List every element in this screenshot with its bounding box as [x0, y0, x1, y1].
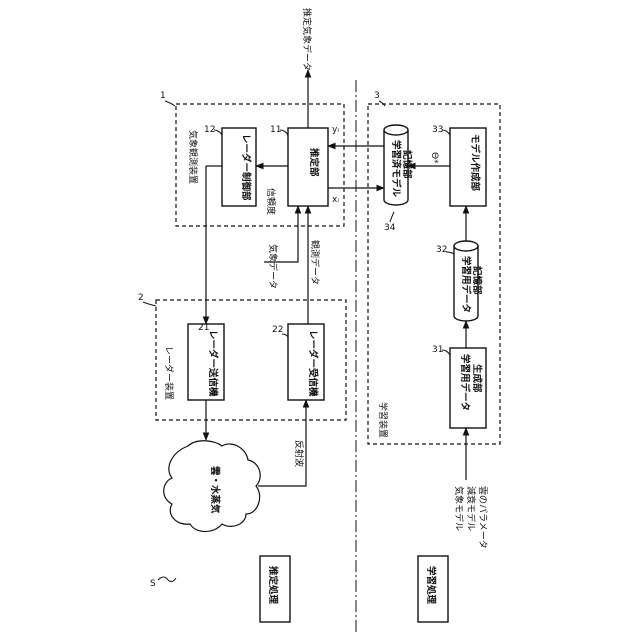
- transmitter-ref: 21: [198, 323, 209, 333]
- learned-model-storage-ref: 34: [384, 223, 396, 233]
- system-ref-leader: [158, 577, 176, 582]
- learning-device-label: 学習装置: [377, 402, 389, 438]
- learning-device-ref: 3: [374, 91, 380, 101]
- input-param-1: 気象モデル: [453, 486, 465, 531]
- learning-section-label: 学習処理: [425, 566, 437, 605]
- estimation-section-label: 推定処理: [267, 566, 279, 605]
- weather-device-ref: 1: [160, 91, 166, 101]
- model-creation-label: モデル作成部: [469, 134, 481, 192]
- y-var-label: yᵢ: [332, 125, 339, 135]
- learned-model-storage-label2: 記憶部: [401, 150, 413, 179]
- reflected-wave-label: 反射波: [293, 440, 305, 467]
- radar-device-ref: 2: [138, 293, 144, 303]
- learning-data-storage-label1: 学習用データ: [460, 256, 472, 313]
- weather-device-label: 気象観測装置: [187, 130, 199, 184]
- learning-data-storage-label2: 記憶部: [471, 266, 483, 295]
- receiver-label: レーダー受信機: [307, 330, 319, 397]
- input-param-3: 雲のパラメータ: [477, 486, 488, 549]
- learning-data-storage-ref: 32: [436, 245, 447, 255]
- model-creation-ref: 33: [432, 125, 443, 135]
- estimation-ref: 11: [270, 125, 281, 135]
- x-var-label: xᵢ: [332, 195, 339, 205]
- learned-model-storage-top: [384, 125, 408, 135]
- meteorological-data-label: 気象データ: [267, 244, 279, 289]
- transmitter-label: レーダー送信機: [207, 330, 219, 397]
- weather-device-ref-leader: [165, 101, 175, 106]
- input-param-2: 減衰モデル: [465, 486, 477, 531]
- radar-device-ref-leader: [143, 302, 156, 306]
- learning-data-generation-label2: 生成部: [471, 364, 483, 393]
- learned-model-storage-ref-leader: [390, 212, 394, 222]
- radar-device-label: レーダー装置: [163, 346, 175, 400]
- learning-data-generation-ref: 31: [432, 345, 443, 355]
- receiver-ref: 22: [272, 325, 283, 335]
- learned-model-storage-label1: 学習済モデル: [390, 140, 402, 198]
- estimation-label: 推定部: [308, 148, 320, 177]
- radar-control-ref: 12: [204, 125, 215, 135]
- theta-label: Θ*: [429, 152, 439, 164]
- estimation-box: [288, 128, 328, 206]
- cloud-label: 雲・水蒸気: [209, 466, 221, 514]
- learning-data-generation-label1: 学習用データ: [459, 354, 471, 411]
- system-ref: S: [150, 579, 156, 589]
- top-output-label: 推定気象データ: [301, 8, 313, 71]
- learning-data-storage-top: [454, 241, 478, 251]
- reliability-label: 信頼度: [265, 188, 277, 215]
- observation-data-label: 観測データ: [309, 240, 321, 285]
- radar-control-label: レーダー制御部: [240, 134, 252, 201]
- receiver-ref-leader: [282, 334, 288, 337]
